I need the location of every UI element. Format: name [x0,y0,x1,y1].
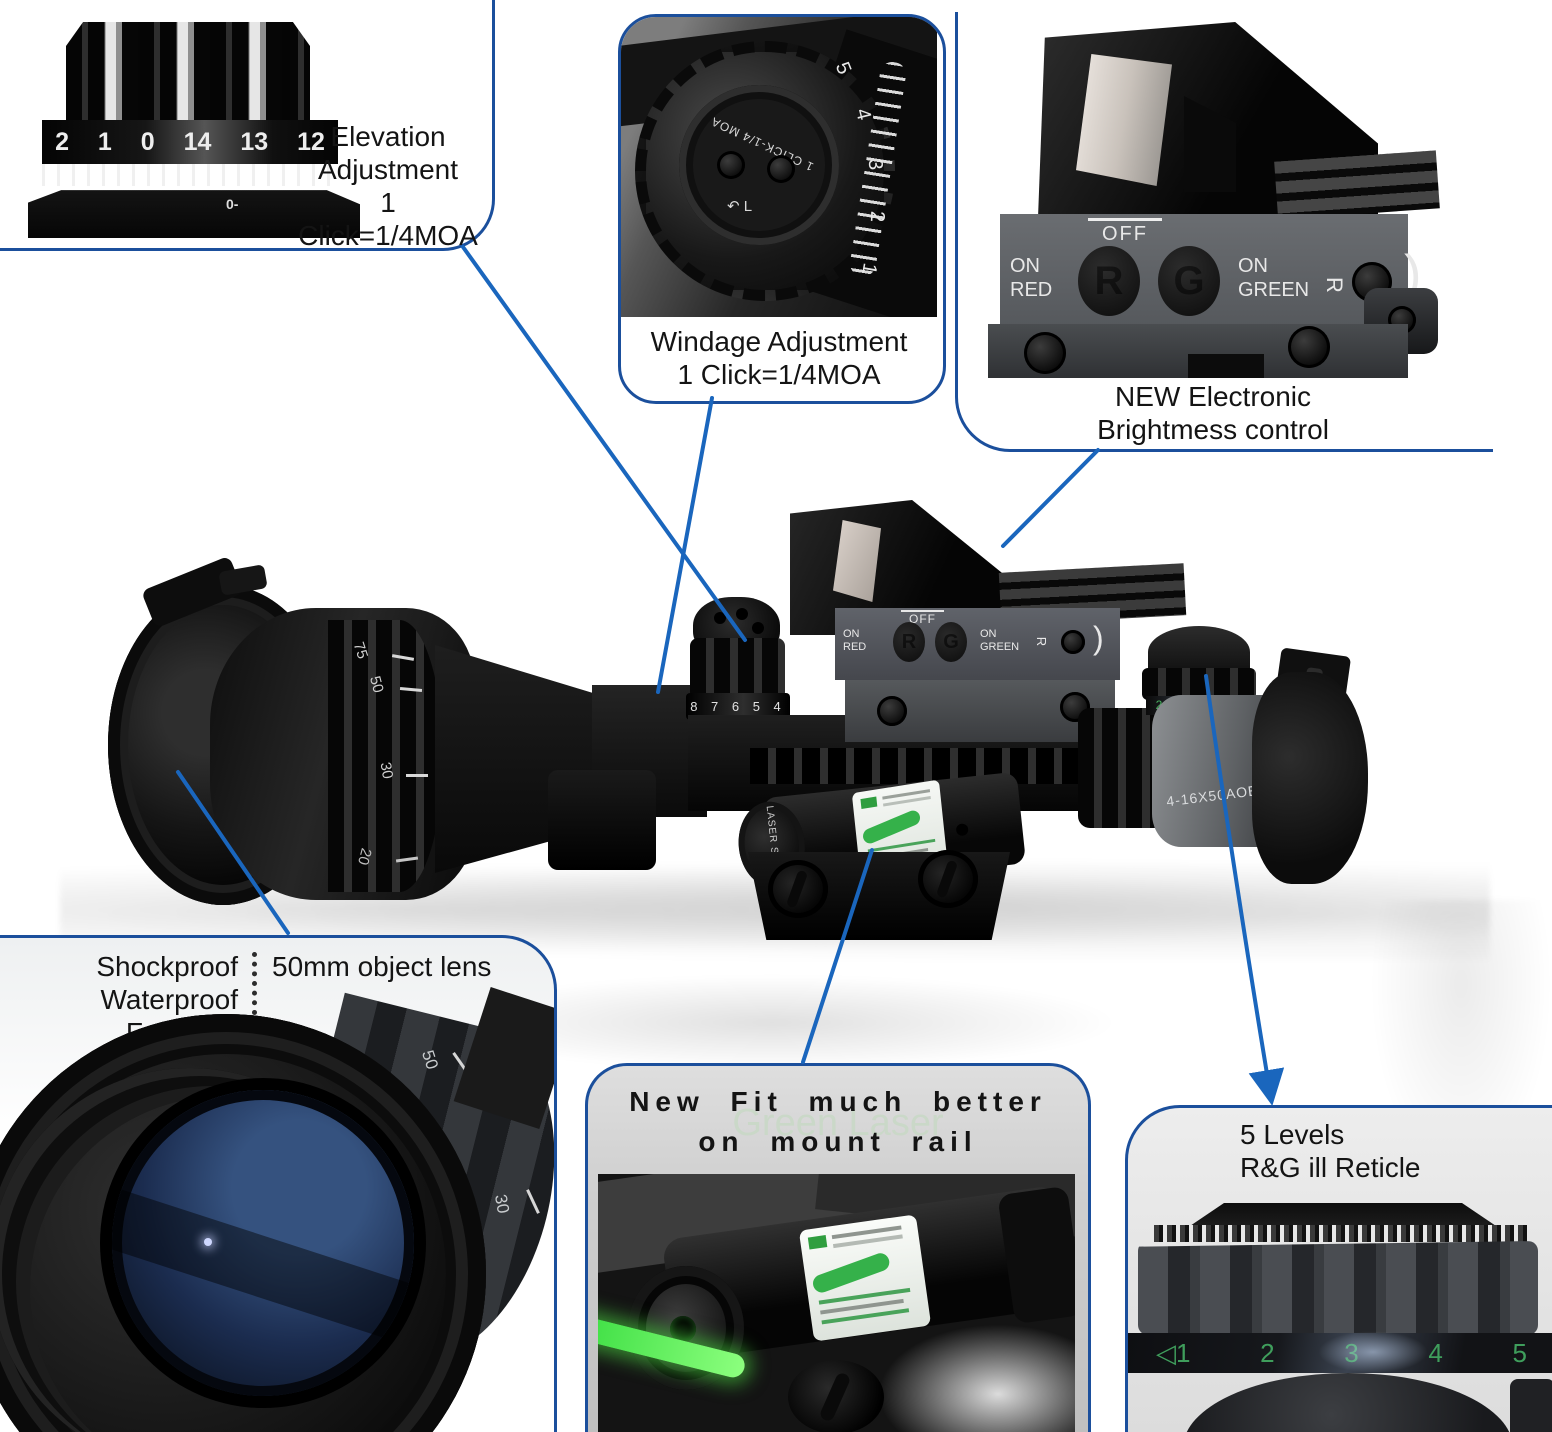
eyepiece-rubber [1252,672,1368,884]
windage-dial-number: 3 [863,157,887,172]
lens-glass [112,1090,414,1396]
base-tab [1188,354,1264,378]
dial-knurl-ticks [1150,1225,1528,1242]
mount-label: New Fit much better on mount rail [629,1086,1047,1157]
wheel-slot [785,869,809,909]
illum-level-number: 5 [1512,1337,1527,1368]
turret-cap-hole [714,612,726,624]
green-button: G [935,622,967,662]
turret-cap-hole [752,622,764,634]
objective-lens-photo: 50 30 [0,987,554,1432]
sticker-green-bar [810,1250,892,1296]
thumb-wheel [768,860,828,918]
dial-zero-mark: 0- [226,196,239,212]
elevation-dial-photo: 2 1 0 14 13 12 0- [28,18,360,238]
callout-panel-lens: Shockproof Waterproof Fogproof 50mm obje… [0,935,557,1432]
windage-knob-photo: 1 CLICK-1/4 MOA ↶ L 5 4 3 2 1 [621,17,937,317]
band-shine [1318,1331,1428,1373]
sticker-green-bar [860,808,923,846]
red-button: R [1078,246,1140,316]
ring-mark: 30 [490,1192,513,1215]
elevation-label: Elevation Adjustment 1 Click=1/4MOA [298,121,478,251]
ao-ring [328,620,443,892]
glass-glint [204,1238,212,1246]
off-label: OFF [901,610,944,626]
mount-screw [877,696,907,726]
windage-dial-number: 2 [865,210,889,223]
dial-tick-row [42,164,338,186]
arc-mark: ) [1093,620,1104,656]
dial-number-band: 2 1 0 14 13 12 [42,120,338,164]
knob-screw [767,155,795,183]
knob-center-text: 1 CLICK-1/4 MOA [708,114,816,174]
top-rail [1274,150,1440,220]
illum-level-number: ◁1 [1156,1337,1191,1368]
scope-ring-mount [548,770,656,870]
thumb-wheel [918,850,978,908]
reddot-window [833,520,881,602]
laser-closeup-photo [598,1174,1075,1432]
hood-window [1076,54,1172,186]
object-lens-label: 50mm object lens [272,951,492,982]
eyepiece-dome [1183,1373,1513,1432]
sticker-green-block [807,1235,828,1250]
adjust-screw [1061,630,1085,654]
red-button: R [893,622,925,662]
windage-label: Windage Adjustment 1 Click=1/4MOA [650,326,908,390]
dial-fluted-cap [66,22,310,122]
wheel-slot [818,1371,852,1423]
glass-reflection-band [112,1182,414,1358]
sticker-green-block [860,796,878,810]
mount-wheel [788,1360,884,1432]
knob-screw [717,151,745,179]
warning-sticker-large [798,1214,932,1342]
power-ring [1078,708,1166,828]
dial-base: 0- [28,190,360,238]
knob-arrow-label: ↶ L [727,198,753,215]
side-r-label: R [1034,636,1050,647]
ao-tick [406,774,428,777]
illum-level-number: 2 [1260,1337,1275,1368]
background-blotch [540,975,1120,1070]
wheel-slot [935,859,959,899]
base-screw [1024,332,1066,374]
base-mount [988,324,1408,378]
dial-fluted-body [1138,1241,1538,1335]
ao-mark: 30 [376,760,397,781]
side-r-label: R [1321,277,1347,293]
illum-level-number: 4 [1428,1337,1443,1368]
knob-face: 1 CLICK-1/4 MOA ↶ L [679,85,839,245]
callout-panel-elevation: 2 1 0 14 13 12 0- Elevation Adjustment 1… [0,0,495,251]
watermark-text: Green Laser [732,1102,944,1144]
brightness-label: NEW Electronic Brightmess control [1097,381,1329,445]
green-button: G [1158,246,1220,316]
bg-white-glow [878,1324,1075,1432]
callout-panel-windage: 1 CLICK-1/4 MOA ↶ L 5 4 3 2 1 Windage Ad… [618,14,946,404]
callout-panel-mount: Green Laser New Fit much better on mount… [585,1063,1091,1432]
off-label: OFF [1088,218,1162,246]
reticle-label: 5 Levels R&G ill Reticle [1240,1119,1421,1183]
base-screw [1288,326,1330,368]
turret-cap-hole [736,608,748,620]
dome-side-piece [1510,1379,1552,1432]
turret-knurl [690,638,785,700]
side-rail-teeth [750,748,1140,784]
reddot-mount-plate [845,680,1115,742]
callout-panel-reticle: 5 Levels R&G ill Reticle ◁1 2 3 4 5 [1125,1105,1552,1432]
dial-top-plate [1185,1203,1501,1229]
illum-dial-photo: ◁1 2 3 4 5 [1128,1203,1552,1432]
